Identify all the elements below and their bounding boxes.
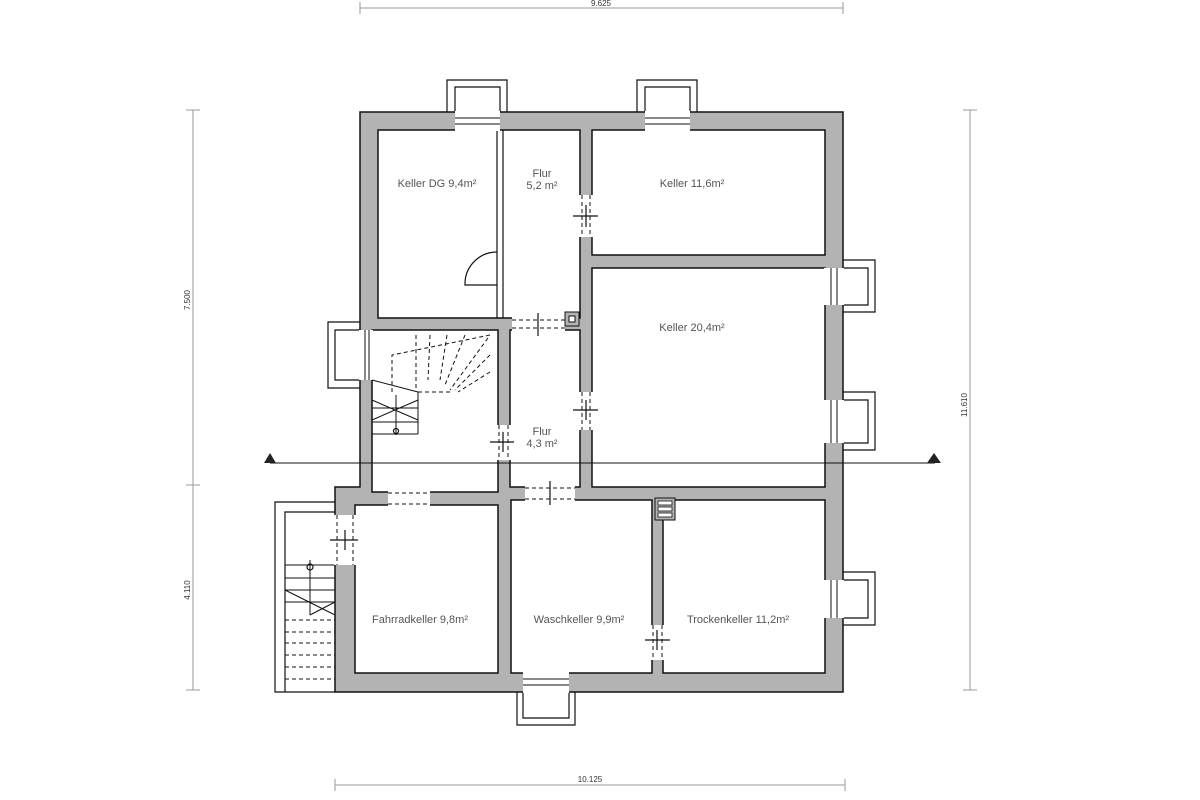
dimension-bottom-label: 10.125 bbox=[578, 775, 603, 784]
room-keller-11 bbox=[591, 129, 826, 256]
rooms bbox=[354, 129, 826, 674]
partition bbox=[464, 130, 504, 318]
dimension-right-label: 11.610 bbox=[960, 393, 969, 417]
room-label: Fahrradkeller 9,8m² bbox=[372, 614, 468, 626]
room-label: Waschkeller 9,9m² bbox=[534, 614, 625, 626]
dimension-top: 9.625 bbox=[359, 0, 844, 14]
room-stair bbox=[371, 329, 499, 493]
room-area: 4,3 m² bbox=[526, 438, 558, 450]
room-area: 5,2 m² bbox=[526, 180, 558, 192]
room-label: Flur bbox=[533, 168, 552, 180]
dimension-right: 11.610 bbox=[960, 109, 977, 691]
room-fahrradkeller bbox=[354, 504, 499, 674]
openings bbox=[330, 111, 844, 693]
room-labels: Keller DG 9,4m² Flur 5,2 m² Keller 11,6m… bbox=[372, 168, 789, 626]
room-label: Flur bbox=[533, 426, 552, 438]
dimension-left-lower-label: 4.110 bbox=[183, 580, 192, 600]
section-line bbox=[264, 453, 941, 464]
room-label: Keller DG 9,4m² bbox=[398, 178, 477, 190]
room-label: Keller 20,4m² bbox=[659, 322, 725, 334]
room-keller-dg-and-flur bbox=[377, 129, 581, 319]
dimension-bottom: 10.125 bbox=[334, 775, 846, 791]
window-wells bbox=[327, 79, 876, 726]
interior-stair bbox=[371, 334, 491, 435]
dimension-top-label: 9.625 bbox=[591, 0, 612, 8]
room-trockenkeller bbox=[662, 499, 826, 674]
room-waschkeller bbox=[510, 499, 653, 674]
room-label: Trockenkeller 11,2m² bbox=[687, 614, 789, 626]
dimension-left: 7.500 4.110 bbox=[183, 109, 200, 691]
room-keller-20 bbox=[591, 267, 826, 488]
dimension-left-upper-label: 7.500 bbox=[183, 289, 192, 310]
outside-stair bbox=[274, 501, 336, 693]
room-label: Keller 11,6m² bbox=[660, 178, 725, 190]
